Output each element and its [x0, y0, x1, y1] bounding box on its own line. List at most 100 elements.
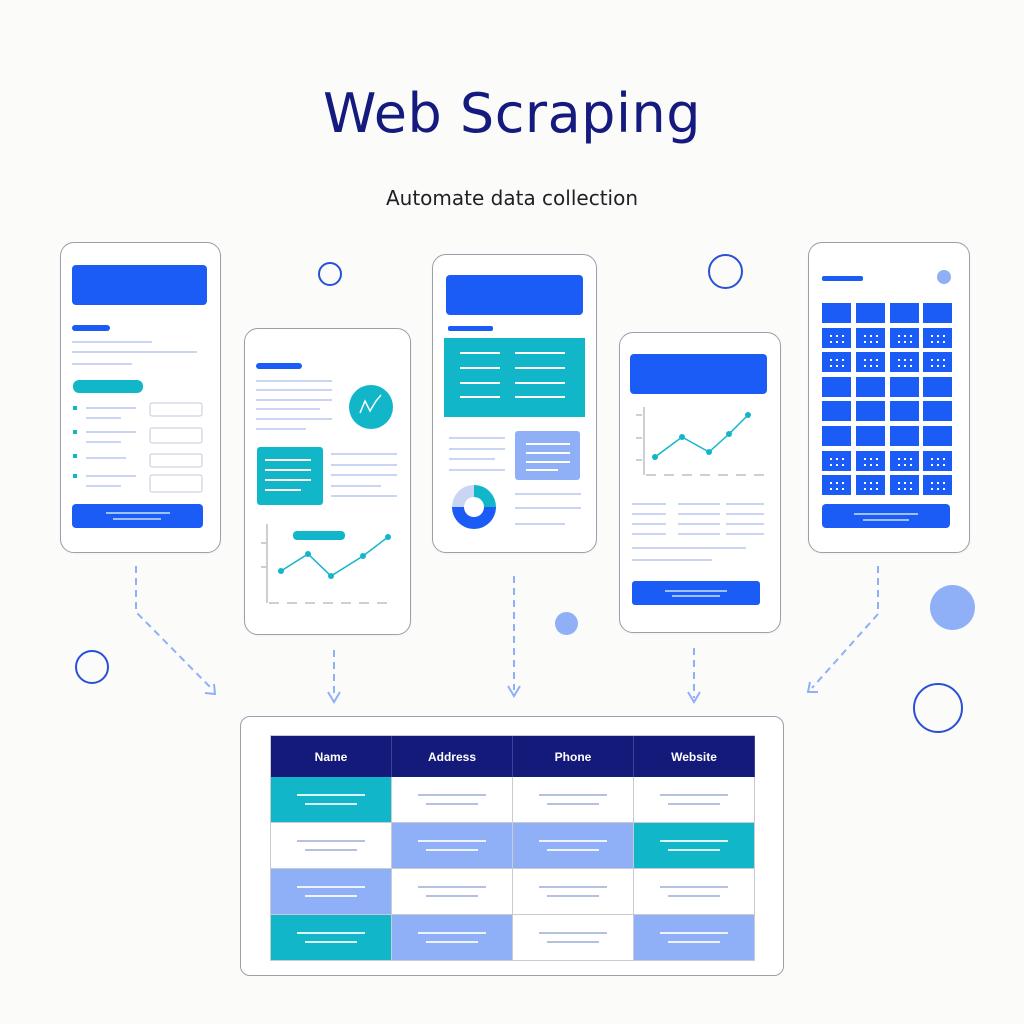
table-cell	[271, 777, 392, 823]
grid-tile-dot	[898, 458, 900, 460]
table-cell	[513, 869, 634, 915]
table-cell	[513, 915, 634, 961]
grid-tile-dot	[898, 482, 900, 484]
grid-tile-dot	[904, 488, 906, 490]
grid-tile-dot	[830, 458, 832, 460]
placeholder-line	[660, 840, 728, 842]
placeholder-line	[418, 932, 486, 934]
table-cell	[634, 915, 755, 961]
form-screen-card	[60, 242, 221, 553]
table-cell	[392, 823, 513, 869]
grid-tile-dot	[836, 335, 838, 337]
grid-tile-dot	[876, 365, 878, 367]
grid-tile	[923, 426, 952, 446]
arrow-from-form-screen	[135, 566, 214, 691]
placeholder-line	[547, 895, 599, 897]
grid-tile	[856, 426, 885, 446]
placeholder-line	[426, 803, 478, 805]
grid-tile-dot	[943, 359, 945, 361]
arrow-from-grid-screen	[811, 566, 879, 689]
grid-tile-dot	[904, 359, 906, 361]
grid-tile-dot	[943, 464, 945, 466]
table-cell	[271, 915, 392, 961]
grid-tile-dot	[876, 464, 878, 466]
table-cell	[392, 915, 513, 961]
grid-tile-dot	[836, 464, 838, 466]
grid-tile-dot	[910, 488, 912, 490]
table-cell	[392, 777, 513, 823]
grid-tile-dot	[842, 365, 844, 367]
grid-tile-dot	[943, 365, 945, 367]
grid-tile-dot	[876, 458, 878, 460]
grid-tile-dot	[876, 341, 878, 343]
placeholder-line	[305, 895, 357, 897]
decorative-ring	[75, 650, 109, 684]
placeholder-line	[660, 886, 728, 888]
grid-tile	[822, 303, 851, 323]
grid-tile-dot	[904, 335, 906, 337]
table-cell	[634, 777, 755, 823]
grid-tile-dot	[937, 464, 939, 466]
grid-tile-dot	[910, 458, 912, 460]
grid-tile-dot	[937, 341, 939, 343]
grid-tile-dot	[836, 359, 838, 361]
page-subtitle: Automate data collection	[385, 186, 639, 210]
grid-tile	[890, 377, 919, 397]
grid-tile-dot	[842, 488, 844, 490]
table-cell	[634, 823, 755, 869]
grid-tile-dot	[904, 458, 906, 460]
table-cell	[271, 869, 392, 915]
grid-tile-dot	[931, 464, 933, 466]
grid-tile-dot	[943, 335, 945, 337]
grid-tile-dot	[836, 341, 838, 343]
grid-tile-dot	[864, 488, 866, 490]
decorative-ring	[913, 683, 963, 733]
grid-tile-dot	[898, 365, 900, 367]
grid-tile	[822, 401, 851, 421]
grid-tile-dot	[876, 359, 878, 361]
grid-tile-dot	[870, 458, 872, 460]
grid-tile-dot	[910, 464, 912, 466]
table-cell	[513, 823, 634, 869]
placeholder-line	[668, 941, 720, 943]
grid-tile-dot	[836, 365, 838, 367]
placeholder-line	[660, 932, 728, 934]
grid-tile-dot	[943, 488, 945, 490]
table-cell	[392, 869, 513, 915]
grid-tile-dot	[898, 335, 900, 337]
grid-tile-dot	[931, 458, 933, 460]
placeholder-line	[539, 840, 607, 842]
grid-tile-dot	[931, 335, 933, 337]
placeholder-line	[668, 803, 720, 805]
grid-tile-dot	[931, 359, 933, 361]
grid-tile-dot	[904, 341, 906, 343]
grid-screen-illustration	[822, 270, 952, 528]
grid-tile-dot	[904, 365, 906, 367]
decorative-ring	[318, 262, 342, 286]
page-title: Web Scraping	[323, 82, 701, 145]
grid-tile-dot	[864, 359, 866, 361]
chart-report-screen-card	[619, 332, 781, 633]
placeholder-line	[539, 886, 607, 888]
grid-tile-dot	[870, 482, 872, 484]
grid-tile-dot	[937, 365, 939, 367]
placeholder-line	[668, 849, 720, 851]
grid-tile	[822, 377, 851, 397]
grid-tile-dot	[910, 359, 912, 361]
article-chart-screen-illustration	[256, 363, 397, 604]
grid-tile-dot	[836, 482, 838, 484]
grid-tile	[856, 377, 885, 397]
grid-tile-dot	[870, 365, 872, 367]
arrowhead	[204, 683, 217, 696]
placeholder-line	[418, 794, 486, 796]
grid-tile-dot	[910, 335, 912, 337]
placeholder-line	[668, 895, 720, 897]
decorative-dot	[555, 612, 578, 635]
grid-tile-dot	[937, 488, 939, 490]
placeholder-line	[297, 840, 365, 842]
placeholder-line	[418, 840, 486, 842]
grid-tile-dot	[842, 359, 844, 361]
grid-tile-dot	[842, 335, 844, 337]
grid-tile-dot	[937, 458, 939, 460]
